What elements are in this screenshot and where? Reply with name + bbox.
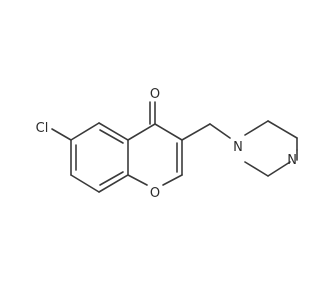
bond bbox=[98, 174, 129, 193]
bond bbox=[127, 123, 156, 141]
atom-label-n4: N bbox=[287, 153, 297, 168]
bond bbox=[267, 161, 291, 177]
atom-label-cl: Cl bbox=[36, 121, 49, 136]
bond bbox=[127, 174, 148, 186]
atom-label-o-carbonyl: O bbox=[150, 87, 160, 102]
bond bbox=[98, 122, 129, 141]
bond bbox=[99, 171, 124, 186]
atom-label-n1: N bbox=[233, 140, 243, 155]
bond bbox=[267, 120, 298, 139]
bond bbox=[154, 123, 183, 141]
bond bbox=[99, 129, 124, 144]
bond bbox=[181, 123, 211, 141]
bond bbox=[244, 161, 269, 177]
bond bbox=[209, 123, 231, 139]
atom-labels: O Cl O N N bbox=[36, 87, 297, 201]
bond bbox=[70, 174, 100, 193]
bond bbox=[70, 122, 100, 141]
bond bbox=[162, 174, 183, 186]
bond bbox=[244, 120, 269, 136]
atom-label-o-ring: O bbox=[150, 186, 160, 201]
bond bbox=[51, 128, 72, 141]
chemical-structure-diagram: O Cl O N N bbox=[36, 87, 298, 201]
bond-lines bbox=[51, 101, 298, 193]
